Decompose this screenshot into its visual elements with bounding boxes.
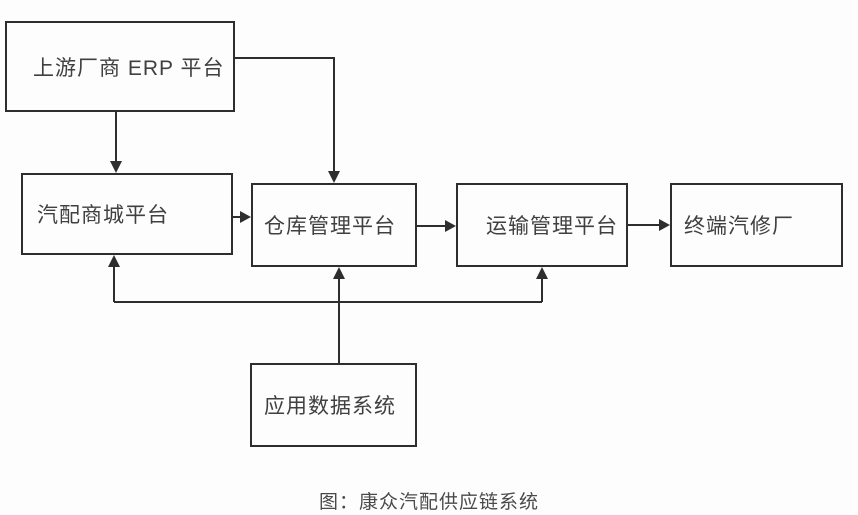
arrow-data-to-transport xyxy=(536,267,548,302)
node-label: 仓库管理平台 xyxy=(264,215,396,238)
node-terminal-repair-shop: 终端汽修厂 xyxy=(670,183,843,267)
node-auto-parts-mall-platform: 汽配商城平台 xyxy=(21,173,233,255)
arrow-erp-to-mall xyxy=(110,112,122,173)
arrow-mall-to-warehouse xyxy=(233,211,251,223)
node-label: 终端汽修厂 xyxy=(684,215,794,238)
node-upstream-erp-platform: 上游厂商 ERP 平台 xyxy=(5,21,235,112)
node-warehouse-management-platform: 仓库管理平台 xyxy=(251,183,417,267)
node-label: 运输管理平台 xyxy=(486,215,618,238)
node-label: 上游厂商 ERP 平台 xyxy=(33,56,225,80)
node-transport-management-platform: 运输管理平台 xyxy=(456,183,628,267)
node-application-data-system: 应用数据系统 xyxy=(250,363,417,447)
arrow-data-to-mall xyxy=(108,255,120,302)
node-label: 汽配商城平台 xyxy=(37,204,169,227)
arrow-erp-to-warehouse xyxy=(235,57,340,183)
arrow-data-to-warehouse xyxy=(333,267,345,363)
figure-caption: 图：康众汽配供应链系统 xyxy=(318,492,539,513)
arrow-warehouse-to-transport xyxy=(417,220,456,232)
arrow-transport-to-terminal xyxy=(628,219,670,231)
node-label: 应用数据系统 xyxy=(264,395,396,418)
